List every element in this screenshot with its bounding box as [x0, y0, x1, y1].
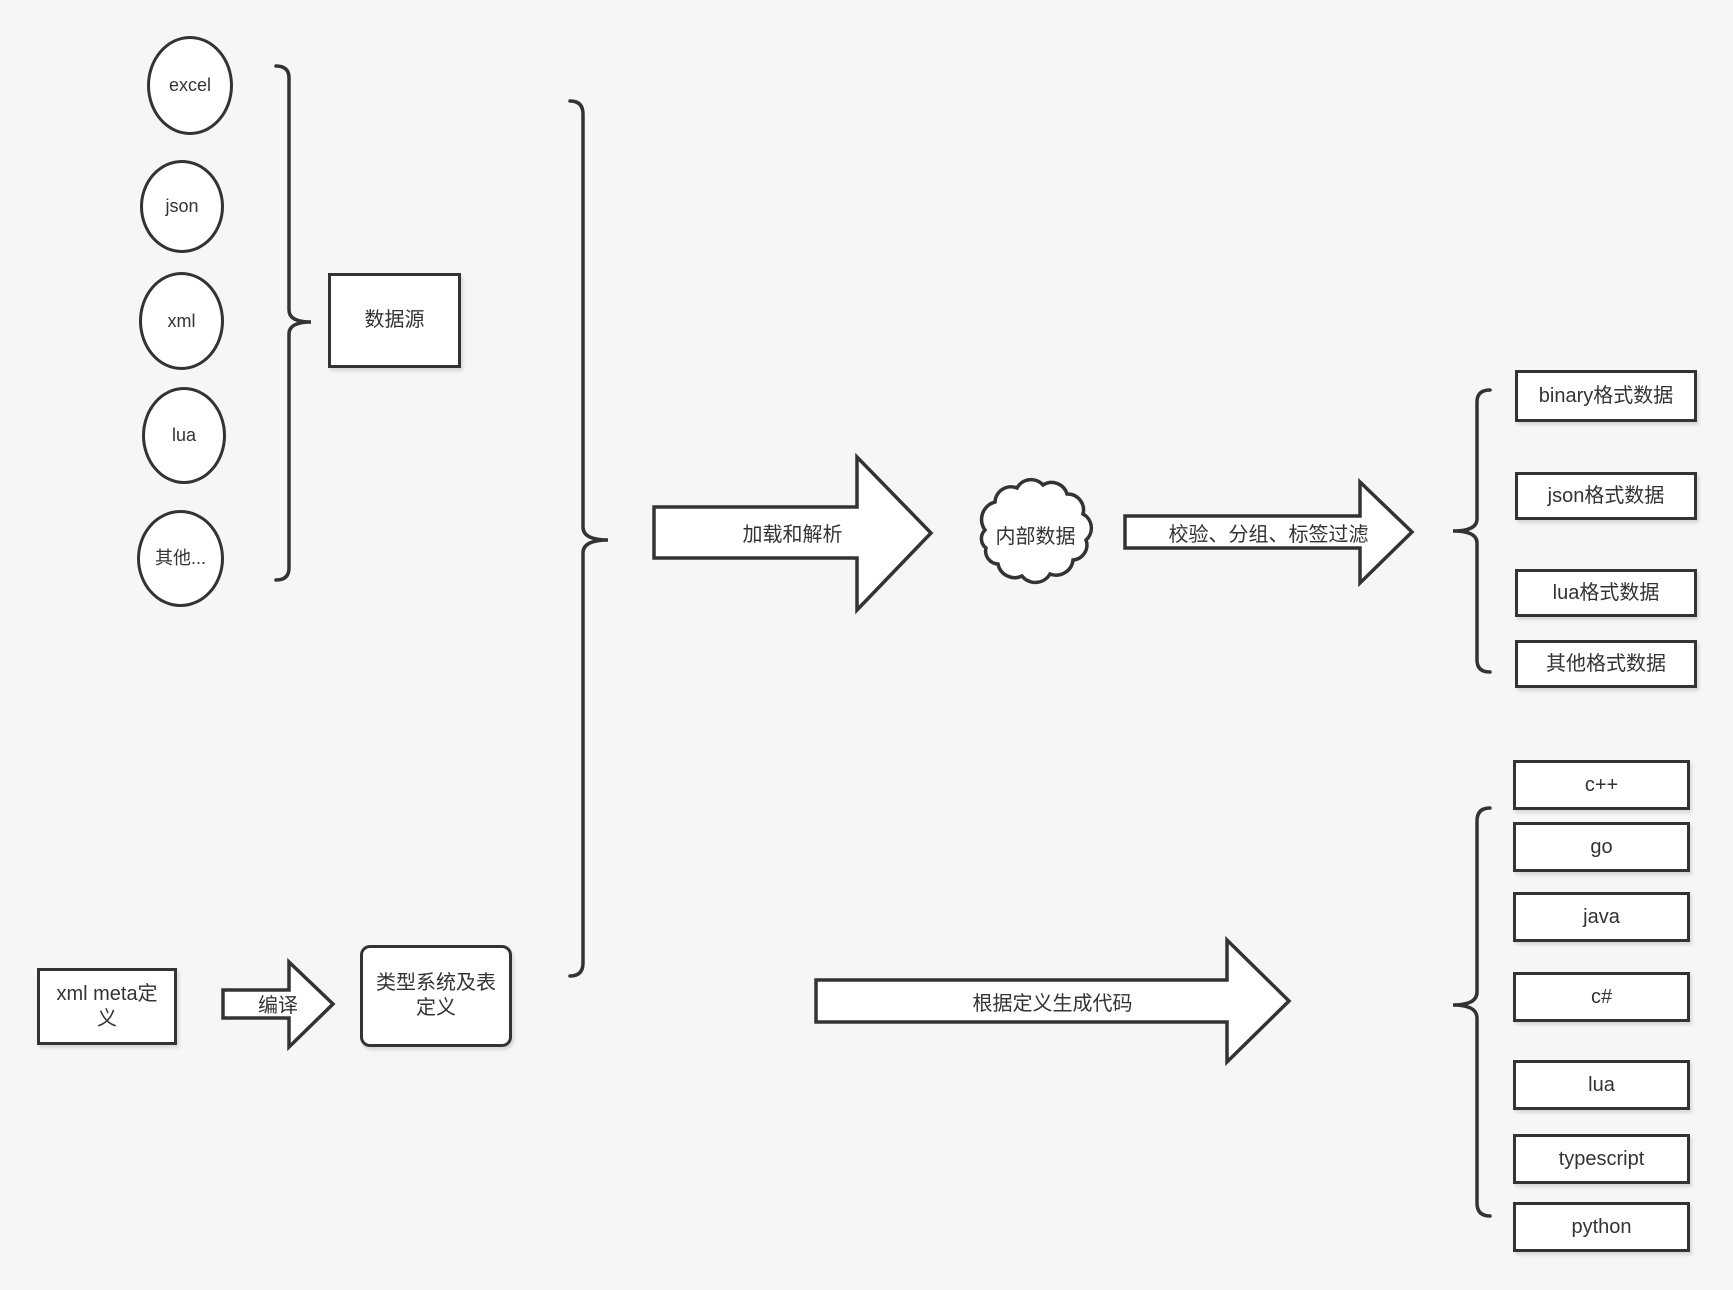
language-box-go: go — [1513, 822, 1690, 872]
inputs-brace — [568, 99, 609, 978]
compile-arrow — [221, 957, 336, 1052]
xml-meta-box: xml meta定义 — [37, 968, 177, 1045]
language-box-typescript: typescript — [1513, 1134, 1690, 1184]
source-node-lua: lua — [142, 387, 226, 484]
generate-code-arrow — [814, 935, 1292, 1067]
source-node-excel: excel — [147, 36, 233, 135]
filter-arrow — [1123, 477, 1415, 588]
languages-brace — [1452, 806, 1492, 1218]
language-box-lua: lua — [1513, 1060, 1690, 1110]
format-box-json: json格式数据 — [1515, 472, 1697, 520]
language-box-cpp: c++ — [1513, 760, 1690, 810]
format-box-other: 其他格式数据 — [1515, 640, 1697, 688]
generate-code-arrow-label: 根据定义生成代码 — [972, 992, 1133, 1015]
language-box-python: python — [1513, 1202, 1690, 1252]
filter-arrow-label: 校验、分组、标签过滤 — [1168, 523, 1369, 546]
format-box-lua: lua格式数据 — [1515, 569, 1697, 617]
data-source-box: 数据源 — [328, 273, 461, 368]
load-parse-arrow-label: 加载和解析 — [742, 524, 843, 546]
internal-data-label: 内部数据 — [995, 525, 1076, 548]
compile-arrow-label: 编译 — [258, 994, 298, 1017]
sources-brace — [274, 64, 312, 582]
type-system-box: 类型系统及表定义 — [360, 945, 512, 1047]
language-box-csharp: c# — [1513, 972, 1690, 1022]
load-parse-arrow — [652, 452, 934, 615]
source-node-json: json — [140, 160, 224, 253]
format-box-binary: binary格式数据 — [1515, 370, 1697, 422]
source-node-xml: xml — [139, 272, 224, 370]
source-node-other: 其他... — [137, 510, 224, 607]
formats-brace — [1452, 388, 1492, 674]
language-box-java: java — [1513, 892, 1690, 942]
internal-data-cloud — [979, 477, 1094, 585]
